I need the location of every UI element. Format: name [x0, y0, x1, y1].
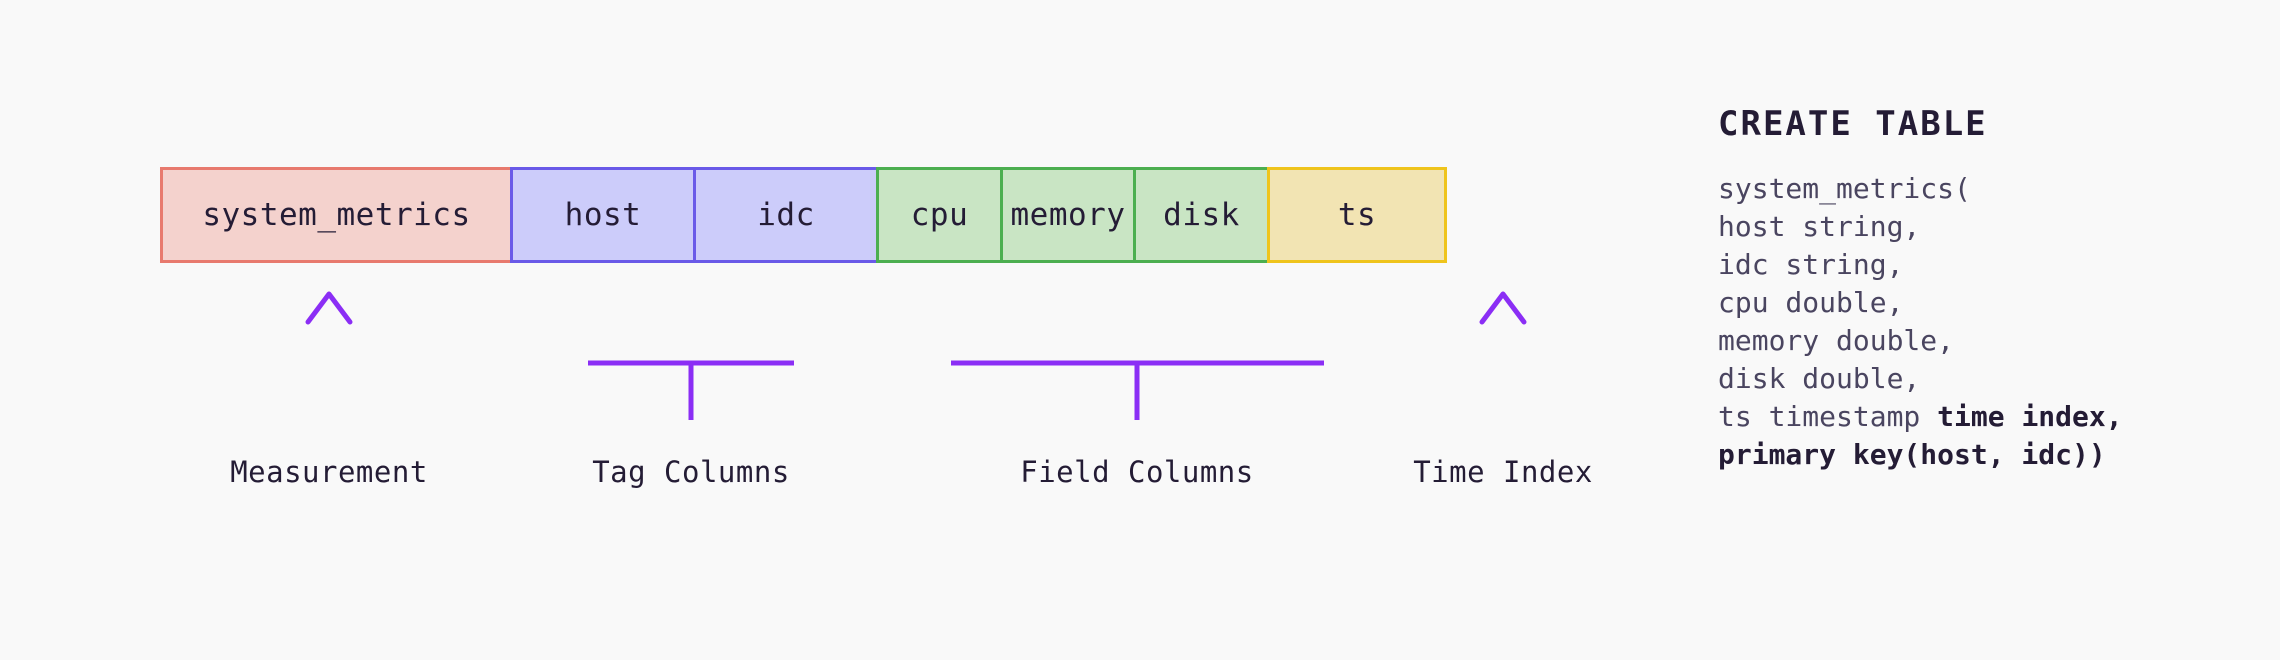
connector-arrow-time-index	[1479, 291, 1527, 412]
schema-cell-label: disk	[1163, 197, 1240, 233]
sql-line: ts timestamp time index,	[1718, 398, 2238, 436]
schema-cell-idc: idc	[693, 167, 879, 263]
sql-line-bold: primary key(host, idc))	[1718, 438, 2106, 471]
sql-line-plain: cpu double,	[1718, 286, 1904, 319]
annotation-label-tag-columns: Tag Columns	[592, 455, 790, 489]
sql-line-plain: ts timestamp	[1718, 400, 1938, 433]
schema-cell-label: memory	[1010, 197, 1126, 233]
sql-line: host string,	[1718, 208, 2238, 246]
schema-cell-label: host	[564, 197, 642, 233]
sql-body: system_metrics( host string, idc string,…	[1718, 170, 2238, 474]
sql-line-plain: system_metrics(	[1718, 172, 1971, 205]
sql-line-plain: disk double,	[1718, 362, 1921, 395]
connector-bracket-tag	[587, 300, 795, 420]
sql-line: disk double,	[1718, 360, 2238, 398]
schema-cell-label: idc	[757, 197, 815, 233]
connector-arrow-measurement	[305, 291, 353, 412]
schema-cell-host: host	[510, 167, 696, 263]
sql-line-plain: idc string,	[1718, 248, 1904, 281]
sql-line-plain: memory double,	[1718, 324, 1955, 357]
annotation-label-field-columns: Field Columns	[1020, 455, 1254, 489]
sql-line-bold: time index,	[1937, 400, 2123, 433]
schema-cell-measurement: system_metrics	[160, 167, 513, 263]
sql-line-plain: host string,	[1718, 210, 1921, 243]
connector-bracket-field	[950, 300, 1325, 420]
sql-title: CREATE TABLE	[1718, 104, 1988, 144]
schema-cell-ts: ts	[1267, 167, 1447, 263]
schema-cell-label: system_metrics	[202, 197, 471, 233]
schema-cell-label: cpu	[910, 197, 969, 233]
schema-cell-cpu: cpu	[876, 167, 1003, 263]
sql-line: system_metrics(	[1718, 170, 2238, 208]
schema-cell-disk: disk	[1133, 167, 1270, 263]
schema-bar: system_metrics host idc cpu memory disk …	[160, 167, 1447, 263]
sql-line: cpu double,	[1718, 284, 2238, 322]
annotation-label-measurement: Measurement	[230, 455, 428, 489]
sql-line: memory double,	[1718, 322, 2238, 360]
schema-cell-memory: memory	[1000, 167, 1136, 263]
sql-line: idc string,	[1718, 246, 2238, 284]
annotation-label-time-index: Time Index	[1413, 455, 1593, 489]
sql-panel: CREATE TABLE system_metrics( host string…	[1718, 104, 2238, 474]
schema-cell-label: ts	[1337, 197, 1377, 233]
sql-line: primary key(host, idc))	[1718, 436, 2238, 474]
